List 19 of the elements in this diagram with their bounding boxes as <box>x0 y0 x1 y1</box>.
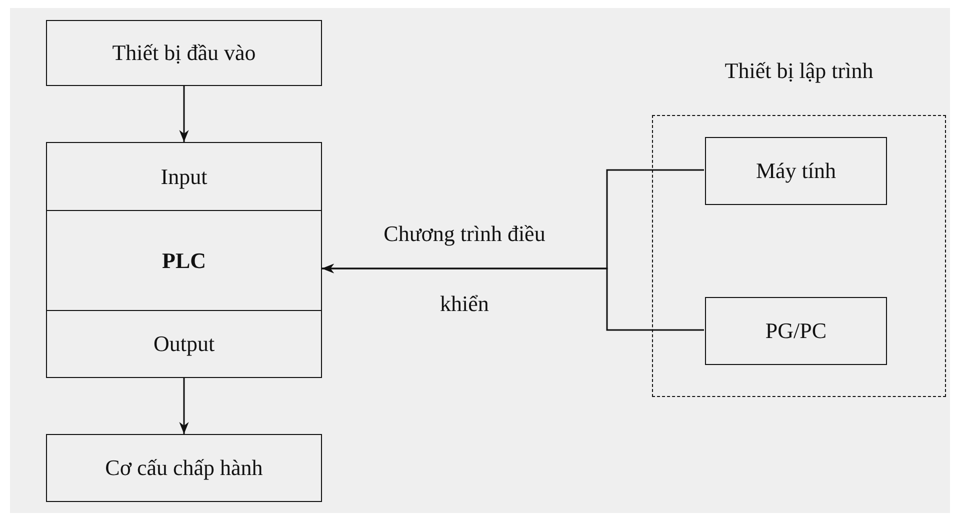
box-label: Máy tính <box>756 158 836 184</box>
input-section <box>46 142 322 211</box>
box-label: Cơ cấu chấp hành <box>105 455 263 481</box>
group-heading: Thiết bị lập trình <box>724 58 874 84</box>
plc-section <box>46 210 322 311</box>
process-box <box>705 137 887 205</box>
arrow <box>179 86 189 142</box>
box-label: Output <box>153 331 215 357</box>
process-box <box>46 20 322 86</box>
edge-label: Chương trình điều khiển <box>382 220 546 318</box>
box-label: PG/PC <box>765 318 827 344</box>
box-label: Thiết bị đầu vào <box>112 40 256 66</box>
arrow <box>179 378 189 434</box>
box-label: PLC <box>162 248 206 274</box>
arrow <box>322 264 704 331</box>
output-section <box>46 310 322 378</box>
process-box <box>46 434 322 502</box>
process-box <box>705 297 887 365</box>
box-label: Input <box>160 164 208 190</box>
